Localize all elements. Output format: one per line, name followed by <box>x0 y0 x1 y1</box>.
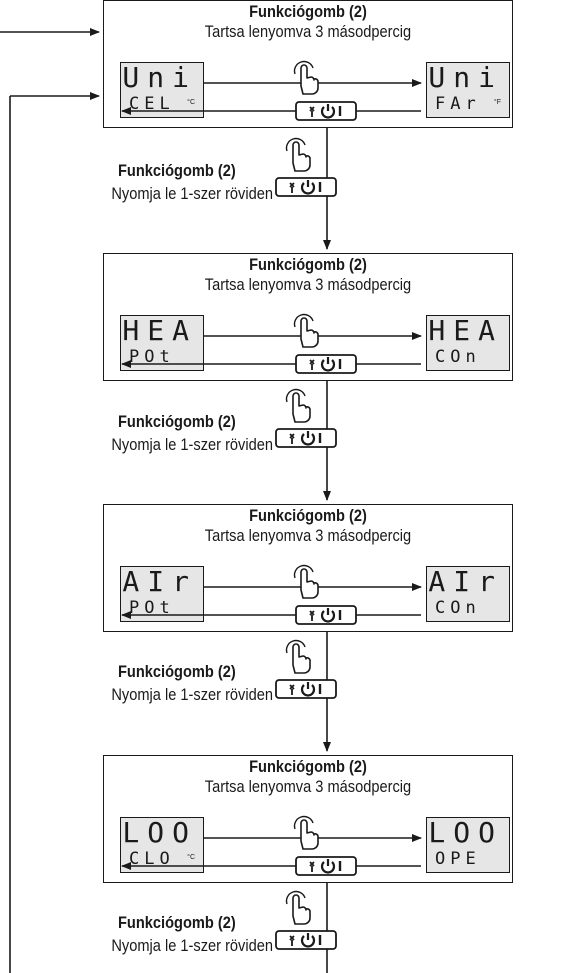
lcd-display-right: AIr COn <box>426 566 510 622</box>
lcd-top-text: AIr <box>122 565 197 598</box>
wrench-power-icon <box>274 427 338 449</box>
step-title: Funkciógomb (2) <box>249 255 367 274</box>
toggle-arrows-4 <box>121 834 422 870</box>
wrench-power-icon <box>274 678 338 700</box>
lcd-display-right: HEA COn <box>426 315 510 371</box>
wrench-power-icon <box>294 855 358 877</box>
transition-title: Funkciógomb (2) <box>118 161 236 180</box>
transition-title: Funkciógomb (2) <box>118 662 236 681</box>
lcd-bottom-text: OPE <box>435 849 481 869</box>
toggle-arrows-2 <box>121 332 422 368</box>
pointing-hand-icon <box>285 137 311 172</box>
lcd-display-left: Uni CEL °C <box>120 62 204 118</box>
lcd-bottom-text: POt <box>129 347 175 367</box>
pointing-hand-icon <box>285 639 311 674</box>
lcd-bottom-text: FAr <box>435 94 481 114</box>
lcd-display-left: LOO CLO °C <box>120 817 204 873</box>
lcd-top-text: AIr <box>428 565 503 598</box>
transition-subtitle: Nyomja le 1-szer röviden <box>111 435 273 454</box>
lcd-unit: °F <box>493 99 501 106</box>
lcd-display-right: Uni FAr °F <box>426 62 510 118</box>
pointing-hand-icon <box>285 890 311 925</box>
lcd-display-left: HEA POt <box>120 315 204 371</box>
transition-subtitle: Nyomja le 1-szer röviden <box>111 936 273 955</box>
transition-subtitle: Nyomja le 1-szer röviden <box>111 184 273 203</box>
lcd-top-text: Uni <box>428 61 503 94</box>
step-subtitle: Tartsa lenyomva 3 másodpercig <box>204 275 412 294</box>
lcd-top-text: LOO <box>428 816 503 849</box>
pointing-hand-icon <box>293 564 319 599</box>
lcd-top-text: LOO <box>122 816 197 849</box>
step-title: Funkciógomb (2) <box>249 757 367 776</box>
step-title: Funkciógomb (2) <box>249 2 367 21</box>
transition-subtitle: Nyomja le 1-szer röviden <box>111 685 273 704</box>
pointing-hand-icon <box>293 815 319 850</box>
step-box-lock: Funkciógomb (2) Tartsa lenyomva 3 másodp… <box>103 755 513 883</box>
toggle-arrows-3 <box>121 583 422 619</box>
transition-title: Funkciógomb (2) <box>118 913 236 932</box>
wrench-power-icon <box>294 100 358 122</box>
lcd-unit: °C <box>187 99 195 106</box>
pointing-hand-icon <box>293 313 319 348</box>
pointing-hand-icon <box>293 60 319 95</box>
pointing-hand-icon <box>285 388 311 423</box>
step-box-units: Funkciógomb (2) Tartsa lenyomva 3 másodp… <box>103 0 513 128</box>
lcd-display-left: AIr POt <box>120 566 204 622</box>
wrench-power-icon <box>294 353 358 375</box>
lcd-bottom-text: CLO <box>129 849 175 869</box>
lcd-top-text: HEA <box>122 314 197 347</box>
lcd-unit: °C <box>187 854 195 861</box>
toggle-arrows-1 <box>121 79 422 115</box>
wrench-power-icon <box>274 176 338 198</box>
lcd-bottom-text: COn <box>435 347 481 367</box>
lcd-bottom-text: COn <box>435 598 481 618</box>
lcd-top-text: Uni <box>122 61 197 94</box>
wrench-power-icon <box>294 604 358 626</box>
lcd-bottom-text: CEL <box>129 94 175 114</box>
step-subtitle: Tartsa lenyomva 3 másodpercig <box>204 777 412 796</box>
step-subtitle: Tartsa lenyomva 3 másodpercig <box>204 22 412 41</box>
lcd-display-right: LOO OPE <box>426 817 510 873</box>
transition-title: Funkciógomb (2) <box>118 412 236 431</box>
lcd-top-text: HEA <box>428 314 503 347</box>
lcd-bottom-text: POt <box>129 598 175 618</box>
step-subtitle: Tartsa lenyomva 3 másodpercig <box>204 526 412 545</box>
step-title: Funkciógomb (2) <box>249 506 367 525</box>
wrench-power-icon <box>274 929 338 951</box>
